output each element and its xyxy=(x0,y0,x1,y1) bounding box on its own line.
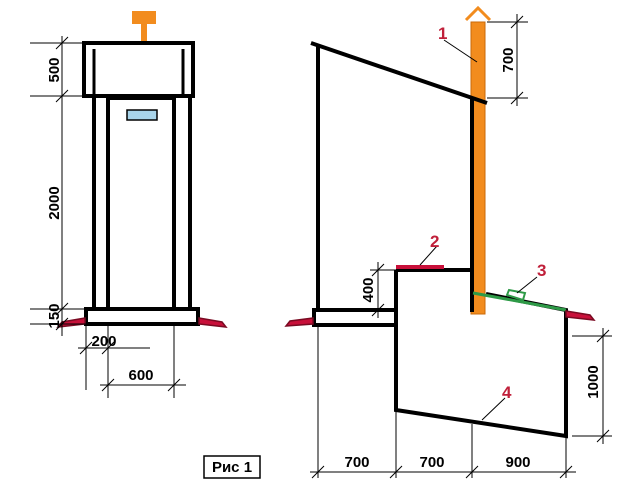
side-dim-seg-right: 900 xyxy=(505,454,530,471)
side-anchor-left xyxy=(284,317,314,327)
side-dim-seg-left: 700 xyxy=(344,454,369,471)
side-dim-pipe-height: 700 xyxy=(500,47,517,72)
front-chimney-pipe xyxy=(141,22,147,42)
side-base xyxy=(312,308,398,327)
front-window xyxy=(126,109,158,121)
front-dim-base-width: 600 xyxy=(128,367,153,384)
side-dim-pit-depth: 1000 xyxy=(585,365,602,398)
figure-caption: Рис 1 xyxy=(212,459,252,476)
front-anchor-right xyxy=(198,317,228,328)
caption-box xyxy=(203,455,261,479)
callout-1: 1 xyxy=(438,24,447,43)
side-roof xyxy=(310,41,488,105)
front-dim-base-height: 150 xyxy=(46,303,63,328)
green-vent-line xyxy=(472,291,567,312)
front-chimney-cap xyxy=(132,11,156,24)
front-dim-post-offset: 200 xyxy=(91,333,116,350)
side-view: 1 2 3 4 700 400 1000 xyxy=(284,5,612,479)
green-vent-box xyxy=(505,288,527,302)
front-view: 500 2000 150 200 600 xyxy=(30,11,228,398)
front-dim-roof-height: 500 xyxy=(46,57,63,82)
front-roof xyxy=(82,41,195,98)
front-door xyxy=(106,96,176,311)
front-dim-door-height: 2000 xyxy=(46,186,63,219)
side-anchor-right xyxy=(565,310,596,321)
side-dim-seg-middle: 700 xyxy=(419,454,444,471)
callout-2: 2 xyxy=(430,232,439,251)
front-anchor-left xyxy=(56,317,86,328)
side-dim-lid-height: 400 xyxy=(360,277,377,302)
vent-pipe-cap xyxy=(464,5,492,22)
callout-4: 4 xyxy=(502,383,512,402)
front-base xyxy=(84,307,200,326)
callout-3: 3 xyxy=(537,261,546,280)
